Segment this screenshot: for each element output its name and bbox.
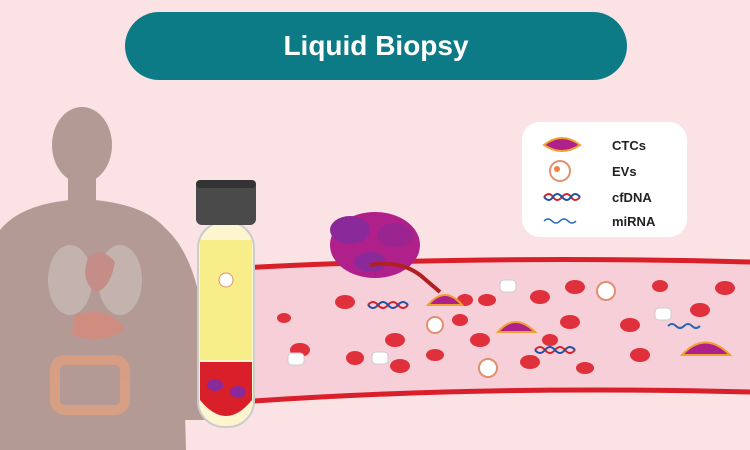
legend-label: cfDNA bbox=[612, 189, 652, 205]
ctc-cells bbox=[425, 294, 733, 356]
cfdna-strands bbox=[367, 301, 701, 354]
tumor bbox=[330, 212, 442, 294]
ctc-cell-icon bbox=[542, 137, 582, 152]
organs bbox=[48, 245, 142, 415]
title-banner: Liquid Biopsy bbox=[125, 12, 627, 80]
legend-item-evs: EVs bbox=[522, 160, 687, 182]
extracellular-vesicle-icon bbox=[549, 160, 571, 182]
blood-collection-tube bbox=[196, 180, 256, 428]
legend-label: miRNA bbox=[612, 213, 656, 229]
mirna-strand-icon bbox=[543, 218, 577, 224]
blood-vessel bbox=[239, 257, 750, 405]
legend-label: CTCs bbox=[612, 137, 646, 153]
legend-item-cfdna: cfDNA bbox=[522, 186, 687, 208]
page-title: Liquid Biopsy bbox=[283, 30, 469, 61]
white-blood-cells bbox=[287, 279, 672, 366]
legend: CTCs EVs cfDNA miRNA bbox=[522, 122, 687, 237]
legend-label: EVs bbox=[612, 163, 637, 179]
red-blood-cells bbox=[277, 280, 735, 374]
legend-item-mirna: miRNA bbox=[522, 210, 687, 232]
extracellular-vesicles bbox=[426, 281, 616, 378]
legend-item-ctcs: CTCs bbox=[522, 134, 687, 156]
dna-helix-icon bbox=[543, 193, 581, 201]
